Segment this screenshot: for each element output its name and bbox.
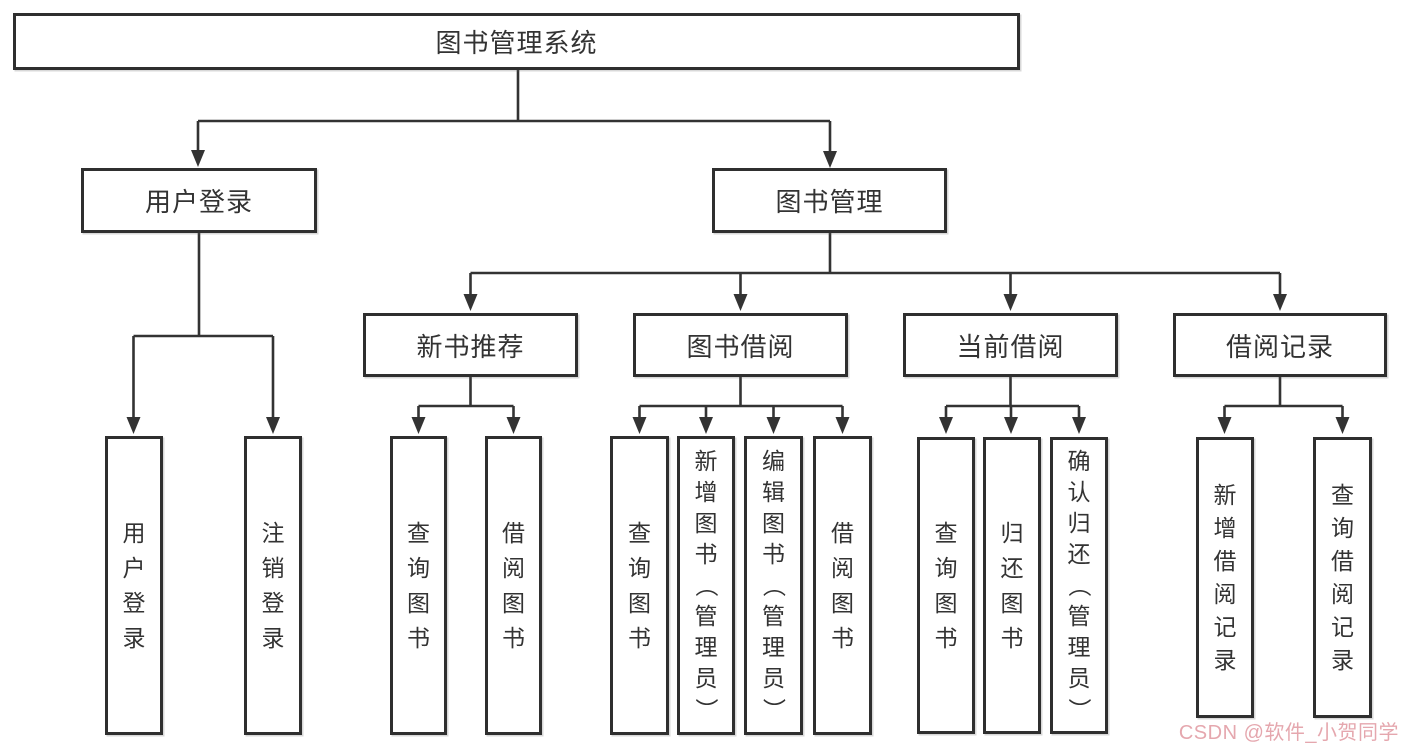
node-new-book-recommend-label: 新书推荐 — [416, 331, 525, 362]
node-current-borrow-label: 当前借阅 — [956, 331, 1065, 362]
leaf-borrow-books-1: 借阅图书 — [485, 436, 542, 735]
node-borrow-records-label: 借阅记录 — [1225, 331, 1334, 362]
leaf-confirm-return-admin-label: 确认归还（管理员） — [1066, 448, 1093, 721]
leaf-return-book-label: 归还图书 — [1000, 519, 1024, 651]
leaf-borrow-books-2: 借阅图书 — [813, 436, 872, 735]
node-root-label: 图书管理系统 — [435, 28, 598, 58]
node-book-management: 图书管理 — [712, 168, 947, 233]
leaf-query-books-1-label: 查询图书 — [407, 519, 430, 651]
node-root: 图书管理系统 — [13, 13, 1020, 70]
watermark: CSDN @软件_小贺同学 — [1178, 722, 1399, 744]
leaf-query-borrow-record-label: 查询借阅记录 — [1331, 481, 1354, 673]
leaf-logout: 注销登录 — [244, 436, 302, 735]
leaf-confirm-return-admin: 确认归还（管理员） — [1050, 437, 1108, 734]
node-current-borrow: 当前借阅 — [903, 313, 1118, 377]
node-borrow-records: 借阅记录 — [1173, 313, 1387, 377]
leaf-user-login: 用户登录 — [105, 436, 163, 735]
leaf-user-login-label: 用户登录 — [122, 519, 146, 651]
leaf-add-borrow-record: 新增借阅记录 — [1196, 437, 1254, 718]
leaf-query-books-2: 查询图书 — [610, 436, 669, 735]
leaf-add-book-admin-label: 新增图书（管理员） — [693, 448, 720, 721]
node-user-login: 用户登录 — [81, 168, 317, 233]
leaf-borrow-books-2-label: 借阅图书 — [831, 519, 854, 651]
node-new-book-recommend: 新书推荐 — [363, 313, 578, 377]
leaf-borrow-books-1-label: 借阅图书 — [502, 519, 525, 651]
leaf-edit-book-admin: 编辑图书（管理员） — [744, 436, 803, 735]
leaf-add-book-admin: 新增图书（管理员） — [677, 436, 735, 735]
leaf-query-borrow-record: 查询借阅记录 — [1313, 437, 1372, 718]
node-book-borrow: 图书借阅 — [633, 313, 848, 377]
leaf-query-books-2-label: 查询图书 — [628, 519, 651, 651]
leaf-return-book: 归还图书 — [983, 437, 1041, 734]
node-book-management-label: 图书管理 — [775, 187, 884, 217]
leaf-query-books-3-label: 查询图书 — [934, 519, 958, 651]
node-user-login-label: 用户登录 — [144, 187, 253, 217]
leaf-logout-label: 注销登录 — [261, 519, 285, 651]
leaf-add-borrow-record-label: 新增借阅记录 — [1213, 481, 1237, 673]
node-book-borrow-label: 图书借阅 — [686, 331, 795, 362]
leaf-query-books-3: 查询图书 — [917, 437, 975, 734]
leaf-query-books-1: 查询图书 — [390, 436, 447, 735]
leaf-edit-book-admin-label: 编辑图书（管理员） — [761, 448, 787, 721]
